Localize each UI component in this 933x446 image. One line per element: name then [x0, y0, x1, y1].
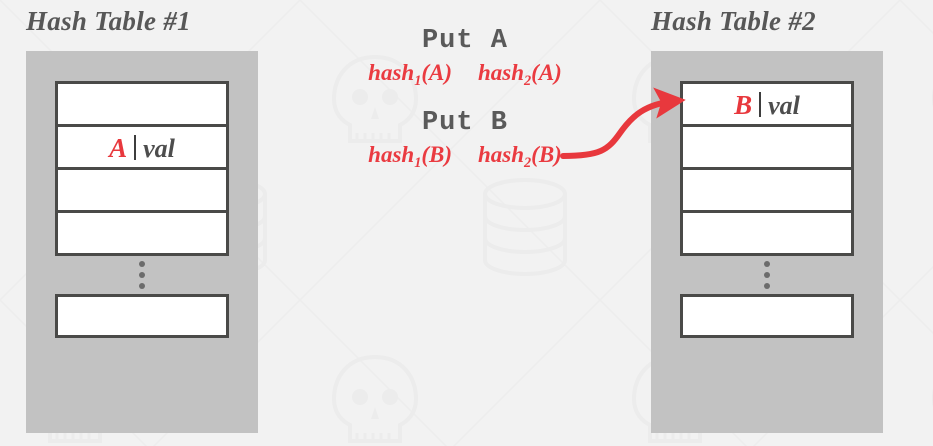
operation-put-b-title: Put B — [421, 108, 508, 138]
slot-entry: A val — [109, 132, 175, 162]
hash-table-1-slots: A val — [55, 81, 229, 338]
hash-table-2-frame: B val — [651, 51, 883, 433]
hash-table-1-ellipsis — [55, 256, 229, 294]
table-row[interactable] — [680, 124, 854, 170]
operation-put-a: Put A hash1(A) hash2(A) — [275, 26, 655, 89]
hash-function-2-b: hash2(B) — [478, 142, 562, 171]
operation-put-a-title: Put A — [421, 26, 508, 56]
ellipsis-dot — [139, 272, 145, 278]
ellipsis-dot — [764, 272, 770, 278]
hash-table-1-frame: A val — [26, 51, 258, 433]
table-row-last[interactable] — [680, 294, 854, 338]
table-row[interactable] — [55, 167, 229, 213]
slot-entry-value: val — [143, 134, 175, 163]
table-row[interactable] — [55, 210, 229, 256]
ellipsis-dot — [764, 283, 770, 289]
hash-table-2-title: Hash Table #2 — [651, 6, 816, 36]
table-row[interactable]: B val — [680, 81, 854, 127]
hash-table-1-title: Hash Table #1 — [26, 6, 191, 36]
hash-function-2-a: hash2(A) — [478, 60, 562, 89]
hash-table-2: Hash Table #2 B val — [651, 0, 883, 446]
table-row[interactable] — [680, 167, 854, 213]
ellipsis-dot — [764, 261, 770, 267]
hash-table-1: Hash Table #1 A val — [26, 0, 258, 446]
slot-entry-key: A — [109, 133, 128, 163]
table-row[interactable]: A val — [55, 124, 229, 170]
hash-table-2-ellipsis — [680, 256, 854, 294]
operation-put-a-hashes: hash1(A) hash2(A) — [275, 60, 655, 89]
slot-entry-separator — [759, 92, 762, 117]
slot-entry: B val — [734, 89, 800, 119]
slot-entry-key: B — [734, 90, 753, 120]
ellipsis-dot — [139, 261, 145, 267]
hash-function-1-b: hash1(B) — [368, 142, 452, 171]
operation-put-b-hashes: hash1(B) hash2(B) — [275, 142, 655, 171]
hash-function-1-a: hash1(A) — [368, 60, 452, 89]
table-row[interactable] — [680, 210, 854, 256]
slot-entry-separator — [134, 135, 137, 160]
table-row[interactable] — [55, 81, 229, 127]
operations-column: Put A hash1(A) hash2(A) Put B hash1(B) h… — [275, 0, 655, 446]
slot-entry-value: val — [768, 91, 800, 120]
table-row-last[interactable] — [55, 294, 229, 338]
ellipsis-dot — [139, 283, 145, 289]
hash-table-2-slots: B val — [680, 81, 854, 338]
operation-put-b: Put B hash1(B) hash2(B) — [275, 108, 655, 171]
